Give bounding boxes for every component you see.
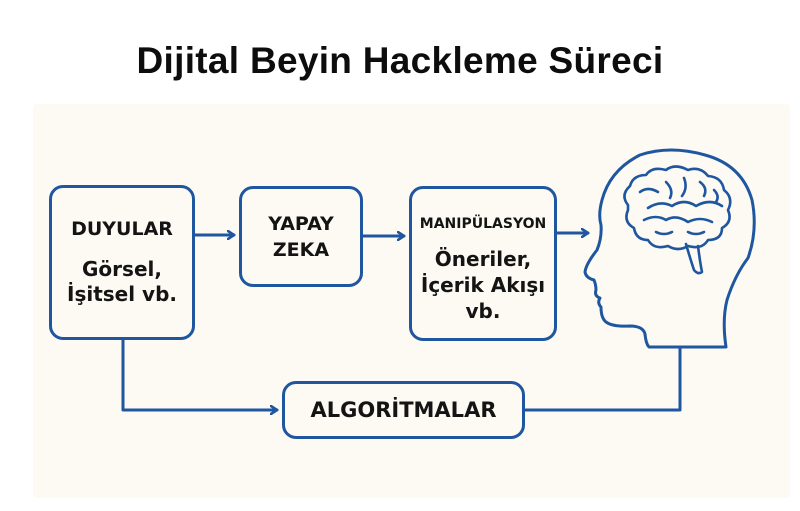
node-algorithms-heading: ALGORİTMALAR — [310, 397, 497, 422]
node-senses-heading: DUYULAR — [71, 218, 173, 240]
node-manipulation-line: vb. — [465, 299, 501, 323]
node-senses: DUYULAR Görsel, İşitsel vb. — [49, 185, 195, 340]
head-outline — [583, 148, 756, 349]
node-manipulation-line: Öneriler, — [434, 247, 532, 271]
node-ai-heading-line: ZEKA — [272, 238, 330, 261]
edge-algorithms-to-brain — [523, 346, 682, 412]
node-algorithms: ALGORİTMALAR — [282, 381, 525, 439]
edge-senses-to-algorithms — [121, 338, 279, 410]
node-manipulation-line: İçerik Akışı — [420, 273, 546, 297]
head-with-brain-icon — [583, 148, 756, 349]
node-senses-line: İşitsel vb. — [67, 282, 177, 306]
brain-icon — [623, 165, 732, 275]
node-manipulation-heading: MANIPÜLASYON — [419, 216, 547, 232]
node-senses-line: Görsel, — [82, 257, 162, 281]
diagram-title: Dijital Beyin Hackleme Süreci — [136, 40, 664, 81]
node-ai-heading-line: YAPAY — [268, 212, 334, 235]
node-manipulation: MANIPÜLASYON Öneriler, İçerik Akışı vb. — [409, 186, 557, 341]
node-ai: YAPAY ZEKA — [239, 186, 363, 287]
